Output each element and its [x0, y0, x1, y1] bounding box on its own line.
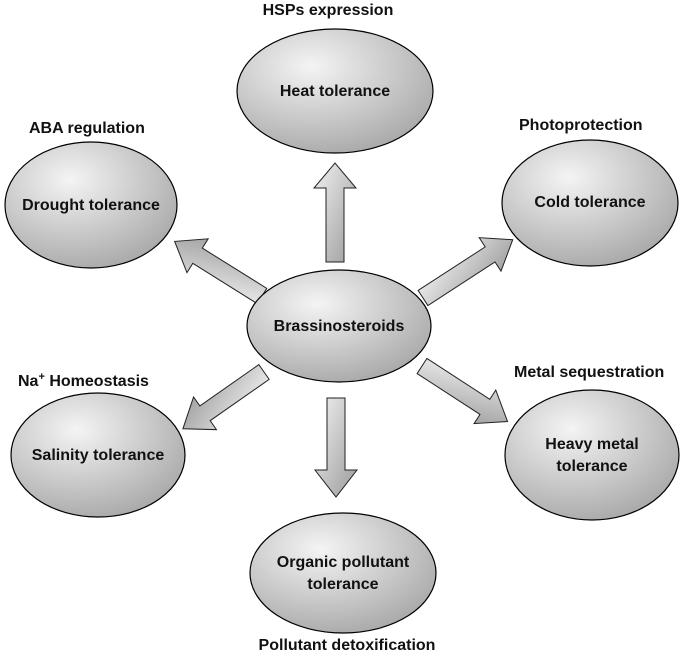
metal-label-line2: tolerance — [556, 458, 627, 475]
node-heat: Heat tolerance HSPs expression — [236, 2, 434, 154]
arrow-to-pollutant — [313, 397, 359, 498]
heat-label: Heat tolerance — [280, 83, 390, 100]
cold-label: Cold tolerance — [534, 194, 645, 211]
arrow-to-heat — [312, 162, 358, 263]
node-cold: Cold tolerance Photoprotection — [501, 117, 679, 267]
center-node: Brassinosteroids — [246, 269, 432, 383]
salinity-caption: Na+ Homeostasis — [18, 371, 149, 390]
node-salinity: Salinity tolerance Na+ Homeostasis — [10, 371, 186, 518]
salinity-label: Salinity tolerance — [32, 447, 165, 464]
node-pollutant: Organic pollutant tolerance Pollutant de… — [249, 512, 437, 654]
pollutant-label-line1: Organic pollutant — [277, 554, 410, 571]
arrow-to-salinity — [182, 363, 270, 431]
drought-caption: ABA regulation — [29, 120, 145, 137]
arrows — [173, 162, 514, 498]
drought-label: Drought tolerance — [22, 197, 160, 214]
arrow-to-cold — [417, 237, 514, 307]
pollutant-label-line2: tolerance — [307, 576, 378, 593]
node-metal: Heavy metal tolerance Metal sequestratio… — [504, 364, 680, 521]
heat-caption: HSPs expression — [263, 2, 394, 19]
metal-label-line1: Heavy metal — [545, 436, 638, 453]
center-label: Brassinosteroids — [274, 318, 405, 335]
arrow-to-metal — [416, 357, 509, 425]
arrow-to-drought — [173, 238, 268, 305]
metal-caption: Metal sequestration — [514, 364, 664, 381]
pollutant-caption: Pollutant detoxification — [259, 637, 436, 654]
cold-caption: Photoprotection — [519, 117, 643, 134]
node-drought: Drought tolerance ABA regulation — [4, 120, 178, 269]
